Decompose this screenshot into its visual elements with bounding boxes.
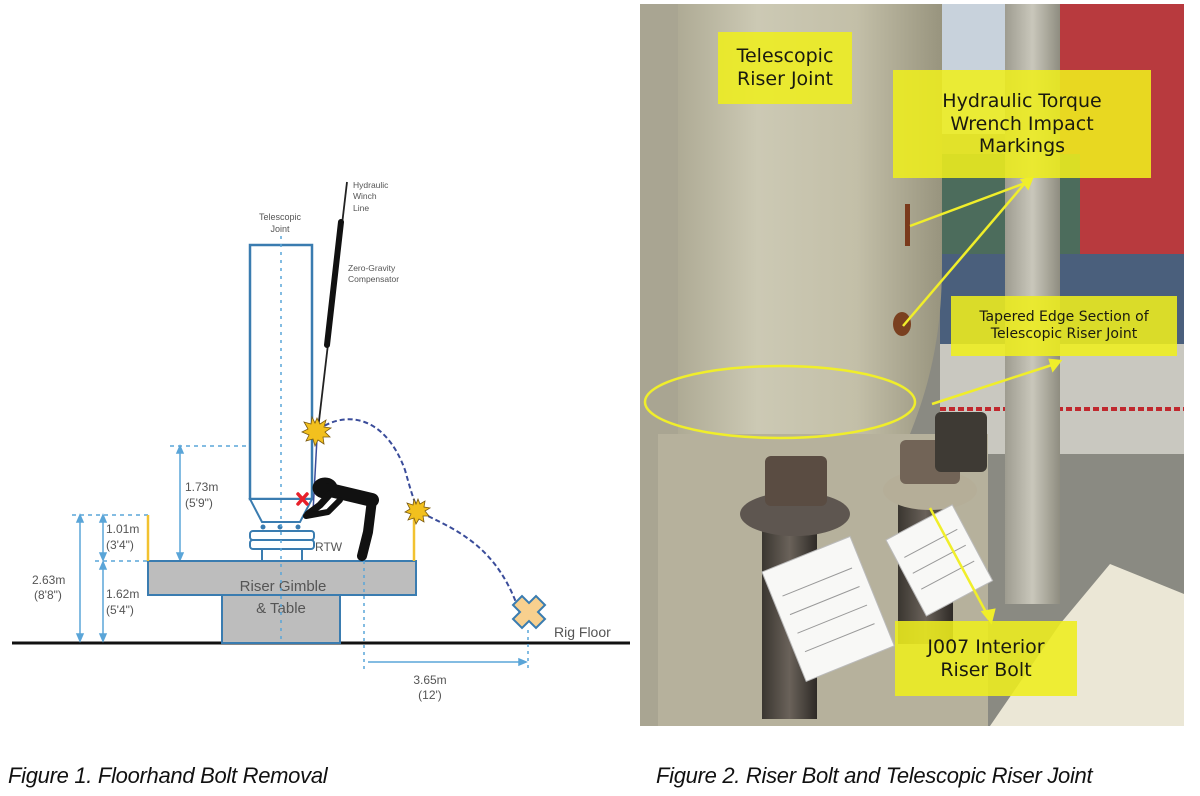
riser-bolt-head bbox=[295, 524, 301, 530]
annotation-tapered-line2: Telescopic Riser Joint bbox=[990, 326, 1138, 342]
riser-table-base bbox=[221, 594, 341, 644]
dimension-total-height bbox=[75, 513, 85, 643]
inspection-tag bbox=[761, 535, 895, 683]
annotation-impact-line3: Markings bbox=[978, 135, 1066, 158]
pinch-point-x-icon bbox=[296, 492, 309, 506]
label-winch-line1: Hydraulic bbox=[353, 180, 389, 190]
label-joint-height-m: 1.73m bbox=[185, 480, 218, 494]
label-upper-height-ft: (3'4") bbox=[106, 538, 134, 552]
annotation-arrows bbox=[902, 176, 1063, 625]
label-winch-line3: Line bbox=[353, 203, 369, 213]
riser-flange-bottom bbox=[249, 539, 315, 550]
label-total-height-m: 2.63m bbox=[32, 573, 65, 587]
label-upper-height-m: 1.01m bbox=[106, 522, 139, 536]
tapered-edge-highlight bbox=[643, 364, 917, 440]
label-total-height-ft: (8'8") bbox=[34, 588, 62, 602]
label-compensator-line2: Compensator bbox=[348, 274, 399, 284]
figure2-caption: Figure 2. Riser Bolt and Telescopic Rise… bbox=[656, 763, 1093, 788]
annotation-tapered-line1: Tapered Edge Section of bbox=[979, 309, 1149, 326]
impact-marking-rust bbox=[905, 204, 910, 246]
dimension-lower-height bbox=[98, 560, 108, 643]
figure1-caption: Figure 1. Floorhand Bolt Removal bbox=[8, 763, 328, 788]
impact-starburst-icon bbox=[404, 497, 432, 525]
label-winch-line2: Winch bbox=[353, 191, 377, 201]
label-joint-height-ft: (5'9") bbox=[185, 496, 213, 510]
floorhand-bolt-removal-diagram: 2.63m (8'8") 1.01m (3'4") 1.62m (5'4") 1… bbox=[12, 180, 630, 702]
floorhand-worker-figure bbox=[303, 477, 379, 561]
annotation-bolt-line2: Riser Bolt bbox=[940, 658, 1032, 681]
dimension-fall-distance bbox=[368, 657, 528, 667]
label-rtw: RTW bbox=[315, 540, 343, 554]
annotation-telescopic-line2: Riser Joint bbox=[737, 68, 833, 90]
label-fall-distance-m: 3.65m bbox=[413, 673, 446, 687]
label-fall-distance-ft: (12') bbox=[418, 688, 442, 702]
annotation-interior-riser-bolt: J007 Interior Riser Bolt bbox=[895, 621, 1077, 696]
dimension-upper-height bbox=[98, 513, 108, 562]
riser-bolt-back bbox=[935, 412, 987, 472]
impact-marking-rust bbox=[893, 312, 911, 336]
label-telescopic-joint-line1: Telescopic bbox=[259, 212, 302, 222]
riser-flange-top bbox=[249, 530, 315, 541]
annotation-impact-markings: Hydraulic Torque Wrench Impact Markings bbox=[893, 70, 1151, 178]
label-lower-height-m: 1.62m bbox=[106, 587, 139, 601]
annotation-impact-line2: Wrench Impact bbox=[950, 112, 1094, 135]
inspection-tag bbox=[885, 504, 994, 617]
label-gimble-line2: & Table bbox=[256, 600, 306, 617]
riser-gimble-plate bbox=[147, 560, 417, 596]
dimension-joint-height bbox=[175, 444, 185, 562]
landing-point-x-marker-icon bbox=[511, 594, 547, 630]
riser-bolt-head bbox=[260, 524, 266, 530]
label-lower-height-ft: (5'4") bbox=[106, 603, 134, 617]
annotation-tapered-edge: Tapered Edge Section of Telescopic Riser… bbox=[951, 296, 1177, 356]
label-gimble-line1: Riser Gimble bbox=[240, 578, 327, 595]
riser-bolt-photo: Telescopic Riser Joint Hydraulic Torque … bbox=[640, 4, 1184, 726]
annotation-bolt-line1: J007 Interior bbox=[927, 635, 1045, 658]
annotation-impact-line1: Hydraulic Torque bbox=[942, 89, 1102, 112]
winch-line-lower bbox=[312, 437, 318, 513]
annotation-telescopic-line1: Telescopic bbox=[736, 45, 834, 68]
label-rig-floor: Rig Floor bbox=[554, 624, 611, 640]
label-telescopic-joint-line2: Joint bbox=[270, 224, 290, 234]
riser-flange-stem bbox=[261, 548, 303, 562]
annotation-telescopic-riser-joint: Telescopic Riser Joint bbox=[718, 32, 852, 104]
zero-gravity-compensator bbox=[324, 219, 344, 348]
impact-starburst-icon bbox=[301, 415, 333, 448]
label-compensator-line1: Zero-Gravity bbox=[348, 263, 396, 273]
riser-bolt-head bbox=[765, 456, 827, 506]
